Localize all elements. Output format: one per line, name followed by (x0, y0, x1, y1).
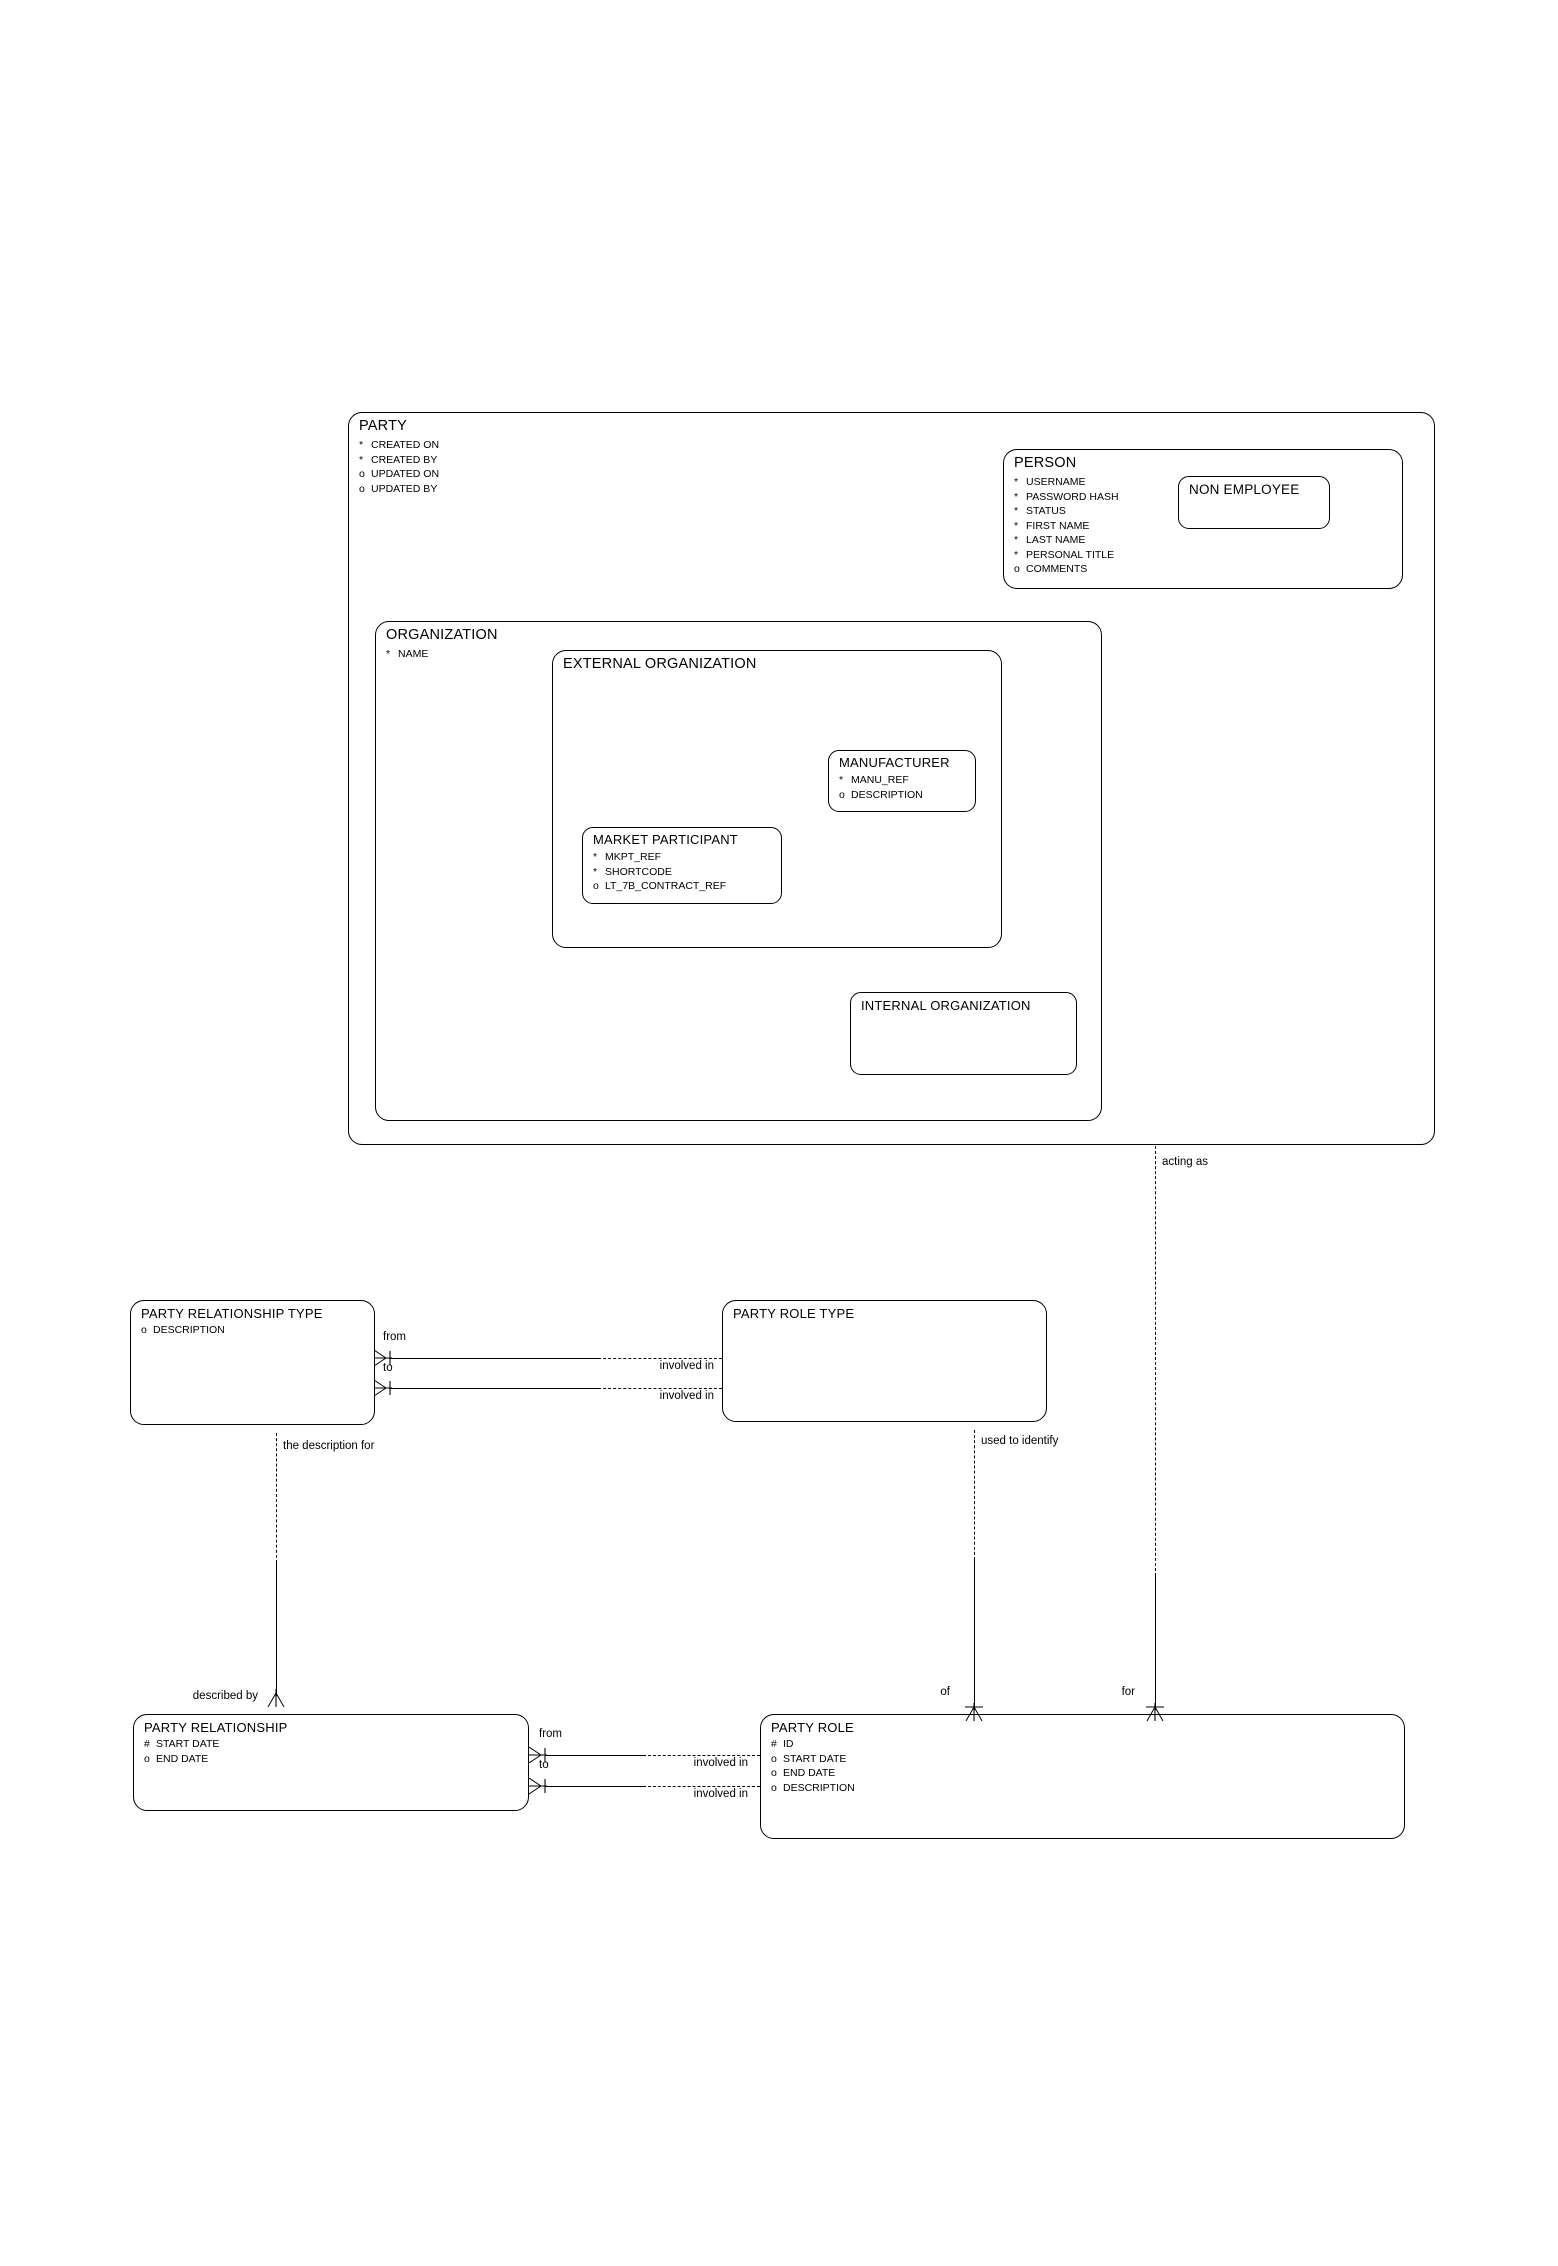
crowsfoot-prt-to-icon (374, 1377, 396, 1399)
entity-organization-attributes: *NAME (386, 647, 428, 662)
relationship-acting-as-line-dashed (1155, 1146, 1156, 1576)
crowsfoot-prt-from-icon (374, 1347, 396, 1369)
relationship-label-prt-involved-in-2: involved in (659, 1390, 714, 1402)
relationship-pr-to-line-dashed (643, 1786, 760, 1787)
relationship-label-prt-involved-in-1: involved in (659, 1360, 714, 1372)
entity-person-title: PERSON (1014, 455, 1077, 471)
entity-external-organization-title: EXTERNAL ORGANIZATION (563, 656, 757, 672)
attr-row: *SHORTCODE (593, 865, 672, 878)
entity-party-role-type[interactable]: PARTY ROLE TYPE (722, 1300, 1047, 1422)
attr-row: *STATUS (1014, 505, 1066, 517)
relationship-label-the-description-for: the description for (283, 1440, 375, 1452)
relationship-description-for-line-dashed (276, 1433, 277, 1563)
relationship-used-to-identify-line-solid (974, 1560, 975, 1710)
crowsfoot-described-by-icon (262, 1689, 290, 1707)
relationship-label-described-by: described by (192, 1690, 258, 1702)
entity-non-employee[interactable]: NON EMPLOYEE (1178, 476, 1330, 529)
attr-row: *USERNAME (1014, 476, 1086, 488)
attr-row: *PERSONAL TITLE (1014, 548, 1115, 561)
entity-internal-organization-title: INTERNAL ORGANIZATION (861, 998, 1031, 1013)
entity-party-role-title: PARTY ROLE (771, 1720, 854, 1735)
crowsfoot-pr-to-icon (529, 1775, 551, 1797)
entity-person[interactable]: PERSON *USERNAME *PASSWORD HASH *STATUS … (1003, 449, 1403, 589)
attr-row: *CREATED ON (359, 439, 440, 451)
entity-party-title: PARTY (359, 418, 408, 434)
relationship-label-for: for (1121, 1686, 1135, 1698)
entity-party-role-type-title: PARTY ROLE TYPE (733, 1306, 855, 1321)
entity-party-relationship-type-title: PARTY RELATIONSHIP TYPE (141, 1306, 323, 1321)
crowsfoot-pr-from-icon (529, 1744, 551, 1766)
attr-row: ... (605, 894, 614, 907)
relationship-label-acting-as: acting as (1162, 1156, 1209, 1168)
entity-party-relationship-title: PARTY RELATIONSHIP (144, 1720, 288, 1735)
relationship-prt-to-line-solid (390, 1388, 600, 1389)
relationship-label-prt-from: from (383, 1331, 406, 1343)
relationship-prt-from-line-dashed (598, 1358, 722, 1359)
entity-organization[interactable]: ORGANIZATION *NAME (375, 621, 1102, 1121)
entity-manufacturer-title: MANUFACTURER (839, 755, 950, 770)
entity-non-employee-title: NON EMPLOYEE (1189, 482, 1300, 497)
attr-row: *CREATED BY (359, 453, 438, 466)
relationship-label-pr-from: from (539, 1728, 562, 1740)
relationship-label-prt-to: to (383, 1362, 393, 1374)
relationship-used-to-identify-line-dashed (974, 1430, 975, 1560)
attr-row: *NAME (386, 648, 429, 660)
relationship-label-used-to-identify: used to identify (981, 1435, 1059, 1447)
relationship-label-pr-involved-in-2: involved in (693, 1788, 748, 1800)
entity-organization-title: ORGANIZATION (386, 627, 498, 643)
attr-row: #ID (771, 1738, 794, 1750)
relationship-label-of: of (940, 1686, 950, 1698)
relationship-label-pr-to: to (539, 1759, 549, 1771)
attr-row: *FIRST NAME (1014, 519, 1090, 532)
attr-row: #START DATE (144, 1738, 220, 1750)
relationship-label-pr-involved-in-1: involved in (693, 1757, 748, 1769)
relationship-description-for-line-solid (276, 1563, 277, 1696)
entity-person-attributes: *USERNAME *PASSWORD HASH *STATUS *FIRST … (1014, 475, 1119, 577)
relationship-prt-to-line-dashed (598, 1388, 722, 1389)
attr-row: *LAST NAME (1014, 534, 1086, 546)
entity-market-participant-title: MARKET PARTICIPANT (593, 832, 738, 847)
relationship-pr-to-line-solid (545, 1786, 645, 1787)
entity-external-organization[interactable]: EXTERNAL ORGANIZATION (552, 650, 1002, 948)
relationship-pr-from-line-dashed (643, 1755, 760, 1756)
attr-row: *PASSWORD HASH (1014, 490, 1119, 503)
entity-internal-organization[interactable]: INTERNAL ORGANIZATION (850, 992, 1077, 1075)
attr-row: *MANU_REF (839, 774, 909, 786)
attr-row: *MKPT_REF (593, 851, 662, 863)
entity-market-participant[interactable]: MARKET PARTICIPANT *MKPT_REF *SHORTCODE … (582, 827, 782, 907)
relationship-pr-from-line-solid (545, 1755, 645, 1756)
relationship-acting-as-line-solid (1155, 1576, 1156, 1710)
relationship-prt-from-line-solid (390, 1358, 600, 1359)
